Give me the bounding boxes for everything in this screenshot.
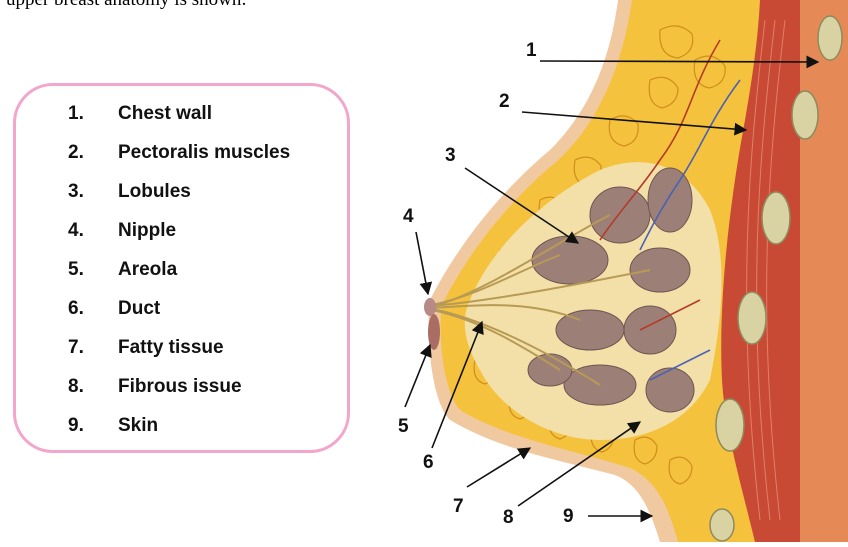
legend-number: 1. [68, 103, 118, 125]
leader-line-5 [405, 345, 430, 407]
legend-label: Lobules [118, 181, 191, 202]
legend-item-areola: 5.Areola [68, 259, 177, 283]
legend-label: Areola [118, 259, 177, 280]
top-caption: upper breast anatomy is shown: [6, 0, 247, 11]
callout-4: 4 [403, 206, 414, 228]
legend-label: Nipple [118, 220, 176, 241]
legend-label: Fatty tissue [118, 337, 224, 358]
callout-1: 1 [526, 40, 537, 62]
legend-label: Skin [118, 415, 158, 436]
legend-item-pectoralis-muscles: 2.Pectoralis muscles [68, 142, 290, 166]
leader-line-4 [416, 232, 428, 294]
callout-2: 2 [499, 91, 510, 113]
legend-number: 8. [68, 376, 118, 398]
legend-item-fatty-tissue: 7.Fatty tissue [68, 337, 224, 361]
legend-number: 3. [68, 181, 118, 203]
areola [428, 314, 440, 350]
callout-8: 8 [503, 507, 514, 529]
legend-item-nipple: 4.Nipple [68, 220, 176, 244]
leader-line-1 [540, 61, 818, 62]
callout-7: 7 [453, 496, 464, 518]
legend-label: Duct [118, 298, 160, 319]
legend-number: 7. [68, 337, 118, 359]
callout-3: 3 [445, 145, 456, 167]
legend-number: 9. [68, 415, 118, 437]
legend-item-duct: 6.Duct [68, 298, 160, 322]
callout-6: 6 [423, 452, 434, 474]
legend-box: 1.Chest wall 2.Pectoralis muscles 3.Lobu… [13, 83, 350, 453]
leader-line-7 [467, 448, 530, 487]
legend-item-lobules: 3.Lobules [68, 181, 191, 205]
legend-number: 4. [68, 220, 118, 242]
legend-number: 2. [68, 142, 118, 164]
callout-9: 9 [563, 506, 574, 528]
nipple [424, 298, 436, 316]
legend-label: Chest wall [118, 103, 212, 124]
legend-item-fibrous-tissue: 8.Fibrous issue [68, 376, 242, 400]
legend-item-skin: 9.Skin [68, 415, 158, 439]
breast-anatomy-diagram: 1 2 3 4 5 6 7 8 9 [360, 0, 848, 542]
callout-5: 5 [398, 416, 409, 438]
chest-wall [800, 0, 848, 542]
legend-number: 5. [68, 259, 118, 281]
legend-label: Fibrous issue [118, 376, 242, 397]
legend-label: Pectoralis muscles [118, 142, 290, 163]
legend-item-chest-wall: 1.Chest wall [68, 103, 212, 127]
legend-number: 6. [68, 298, 118, 320]
